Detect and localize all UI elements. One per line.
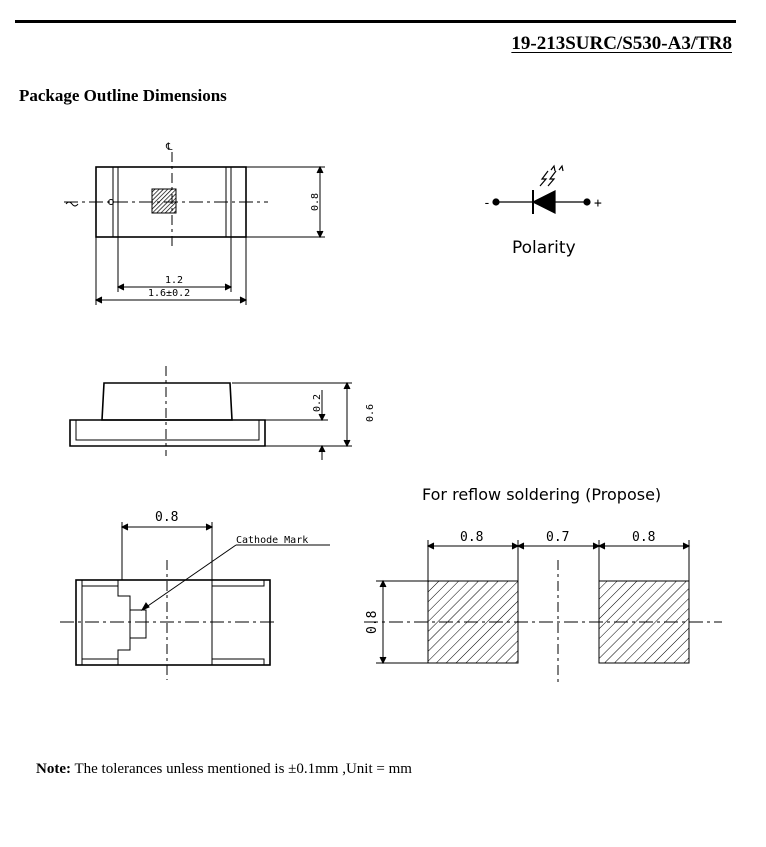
note-text: The tolerances unless mentioned is ±0.1m… <box>70 761 412 777</box>
pad2-width-dim: 0.8 <box>632 530 655 545</box>
top-rule <box>15 20 736 23</box>
soldering-title: For reflow soldering (Propose) <box>422 485 661 504</box>
section-title: Package Outline Dimensions <box>19 86 227 105</box>
polarity-minus: - <box>483 196 491 211</box>
pad-gap-dim: 0.7 <box>546 530 569 545</box>
polarity-plus: + <box>594 196 602 211</box>
centerline-mark: ℄ <box>165 142 173 153</box>
top-view <box>64 152 325 305</box>
bottom-view <box>60 522 330 680</box>
polarity-label: Polarity <box>512 238 576 258</box>
pad-height-dim: 0.8 <box>365 611 380 634</box>
side-total-height-dim: 0.6 <box>365 404 376 422</box>
top-height-dim: 0.8 <box>310 193 321 211</box>
soldering-pads <box>364 540 722 684</box>
cathode-mark-label: Cathode Mark <box>236 535 308 546</box>
side-view <box>69 366 352 460</box>
tolerance-note: Note: The tolerances unless mentioned is… <box>36 761 412 778</box>
part-number-title: 19-213SURC/S530-A3/TR8 <box>511 33 732 54</box>
top-inner-width-dim: 1.2 <box>165 275 183 286</box>
polarity-symbol <box>492 164 591 214</box>
top-total-width-dim: 1.6±0.2 <box>148 288 190 299</box>
side-lens-height-dim: 0.2 <box>312 394 323 412</box>
note-label: Note: <box>36 761 71 777</box>
pad1-width-dim: 0.8 <box>460 530 483 545</box>
bottom-width-dim: 0.8 <box>155 510 178 525</box>
